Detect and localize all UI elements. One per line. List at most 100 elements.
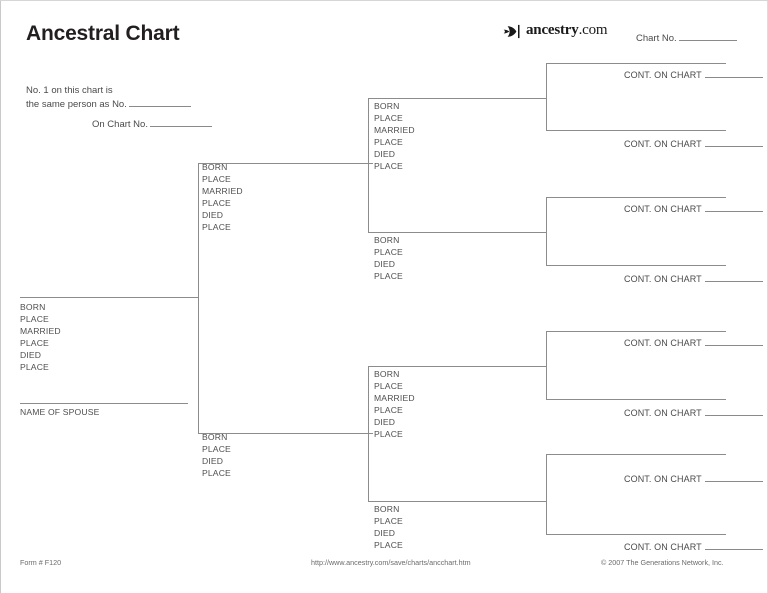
person-5-name-rule[interactable]: [368, 232, 546, 233]
cont-15-rule[interactable]: [546, 534, 726, 535]
person-6-field-place2: PLACE: [374, 405, 403, 416]
page-edge-left: [0, 0, 1, 593]
person-4-name-rule[interactable]: [368, 98, 546, 99]
person-4-fields: BORN PLACE MARRIED PLACE DIED PLACE: [374, 100, 415, 173]
on-chart-number-blank[interactable]: [149, 117, 212, 127]
note-line-3[interactable]: On Chart No.: [92, 117, 212, 131]
page-title: Ancestral Chart: [26, 22, 180, 45]
person-1-field-place1: PLACE: [20, 314, 49, 325]
cont-9-blank[interactable]: [704, 137, 763, 147]
note-line-3-label: On Chart No.: [92, 119, 148, 130]
person-7-field-died: DIED: [374, 528, 396, 539]
person-4-field-born: BORN: [374, 101, 400, 111]
person-4-field-place2: PLACE: [374, 137, 403, 148]
footer-url[interactable]: http://www.ancestry.com/save/charts/ancc…: [311, 558, 471, 567]
cont-14-blank[interactable]: [704, 472, 763, 482]
person-3-name-rule[interactable]: [198, 433, 373, 434]
logo-brand-text: ancestry: [526, 22, 579, 38]
cont-14[interactable]: CONT. ON CHART: [624, 472, 763, 484]
person-2-field-place3: PLACE: [202, 222, 231, 233]
person-4-field-died: DIED: [374, 149, 396, 160]
person-3-field-place2: PLACE: [202, 468, 231, 479]
person-2-name-rule[interactable]: [198, 163, 373, 164]
person-3-field-died: DIED: [202, 456, 224, 467]
connector-gen2-vertical: [198, 163, 199, 434]
person-6-field-born: BORN: [374, 369, 400, 379]
connector-cont-bracket-4: [546, 454, 547, 534]
cont-13-label: CONT. ON CHART: [624, 408, 702, 418]
cont-8-blank[interactable]: [704, 68, 763, 78]
person-1-field-born: BORN: [20, 302, 46, 312]
person-5-fields: BORN PLACE DIED PLACE: [374, 234, 403, 282]
person-3-field-place1: PLACE: [202, 444, 231, 455]
person-6-field-married: MARRIED: [374, 393, 415, 404]
person-1-name-rule[interactable]: [20, 297, 198, 298]
cont-11-rule[interactable]: [546, 265, 726, 266]
person-7-name-rule[interactable]: [368, 501, 546, 502]
person-2-field-born: BORN: [202, 162, 228, 172]
person-3-fields: BORN PLACE DIED PLACE: [202, 431, 231, 479]
cont-12-blank[interactable]: [704, 336, 763, 346]
same-person-number-blank[interactable]: [128, 97, 191, 107]
person-4-field-place1: PLACE: [374, 113, 403, 124]
chart-number-field[interactable]: Chart No.: [636, 31, 737, 44]
cont-11-blank[interactable]: [704, 272, 763, 282]
ancestry-leaf-icon: [503, 24, 525, 39]
note-line-1: No. 1 on this chart is: [26, 85, 113, 96]
cont-10[interactable]: CONT. ON CHART: [624, 202, 763, 214]
cont-10-rule[interactable]: [546, 197, 726, 198]
chart-number-label: Chart No.: [636, 33, 677, 44]
person-1-field-married: MARRIED: [20, 326, 61, 337]
cont-12[interactable]: CONT. ON CHART: [624, 336, 763, 348]
ancestry-logo[interactable]: ancestry .com: [503, 22, 608, 39]
cont-15-blank[interactable]: [704, 540, 763, 550]
cont-12-rule[interactable]: [546, 331, 726, 332]
cont-11[interactable]: CONT. ON CHART: [624, 272, 763, 284]
chart-number-blank[interactable]: [678, 31, 737, 41]
person-6-field-place1: PLACE: [374, 381, 403, 392]
person-3-field-born: BORN: [202, 432, 228, 442]
person-7-field-born: BORN: [374, 504, 400, 514]
cont-9-rule[interactable]: [546, 130, 726, 131]
cont-13-rule[interactable]: [546, 399, 726, 400]
person-4-field-married: MARRIED: [374, 125, 415, 136]
person-2-field-place2: PLACE: [202, 198, 231, 209]
person-6-fields: BORN PLACE MARRIED PLACE DIED PLACE: [374, 368, 415, 441]
cont-8[interactable]: CONT. ON CHART: [624, 68, 763, 80]
connector-cont-bracket-2: [546, 197, 547, 265]
person-5-field-place2: PLACE: [374, 271, 403, 282]
person-7-field-place2: PLACE: [374, 540, 403, 551]
connector-cont-bracket-1: [546, 63, 547, 131]
cont-14-label: CONT. ON CHART: [624, 474, 702, 484]
person-2-field-married: MARRIED: [202, 186, 243, 197]
person-6-field-died: DIED: [374, 417, 396, 428]
cont-14-rule[interactable]: [546, 454, 726, 455]
person-2-field-died: DIED: [202, 210, 224, 221]
note-line-2[interactable]: the same person as No.: [26, 97, 191, 111]
spouse-name-rule[interactable]: [20, 403, 188, 404]
page-edge-top: [0, 0, 768, 1]
cont-8-rule[interactable]: [546, 63, 726, 64]
person-6-name-rule[interactable]: [368, 366, 546, 367]
person-5-field-place1: PLACE: [374, 247, 403, 258]
connector-gen3-lower-vertical: [368, 366, 369, 501]
cont-13-blank[interactable]: [704, 406, 763, 416]
person-5-field-died: DIED: [374, 259, 396, 270]
cont-15-label: CONT. ON CHART: [624, 542, 702, 552]
person-7-fields: BORN PLACE DIED PLACE: [374, 503, 403, 551]
person-2-fields: BORN PLACE MARRIED PLACE DIED PLACE: [202, 161, 243, 234]
connector-gen3-upper-vertical: [368, 98, 369, 233]
cont-9[interactable]: CONT. ON CHART: [624, 137, 763, 149]
cont-15[interactable]: CONT. ON CHART: [624, 540, 763, 552]
person-5-field-born: BORN: [374, 235, 400, 245]
connector-cont-bracket-3: [546, 331, 547, 399]
person-1-field-place2: PLACE: [20, 338, 49, 349]
cont-10-blank[interactable]: [704, 202, 763, 212]
footer-form-number: Form # F120: [20, 558, 62, 567]
person-4-field-place3: PLACE: [374, 161, 403, 172]
cont-13[interactable]: CONT. ON CHART: [624, 406, 763, 418]
cont-8-label: CONT. ON CHART: [624, 70, 702, 80]
cont-10-label: CONT. ON CHART: [624, 204, 702, 214]
person-1-field-place3: PLACE: [20, 362, 49, 373]
